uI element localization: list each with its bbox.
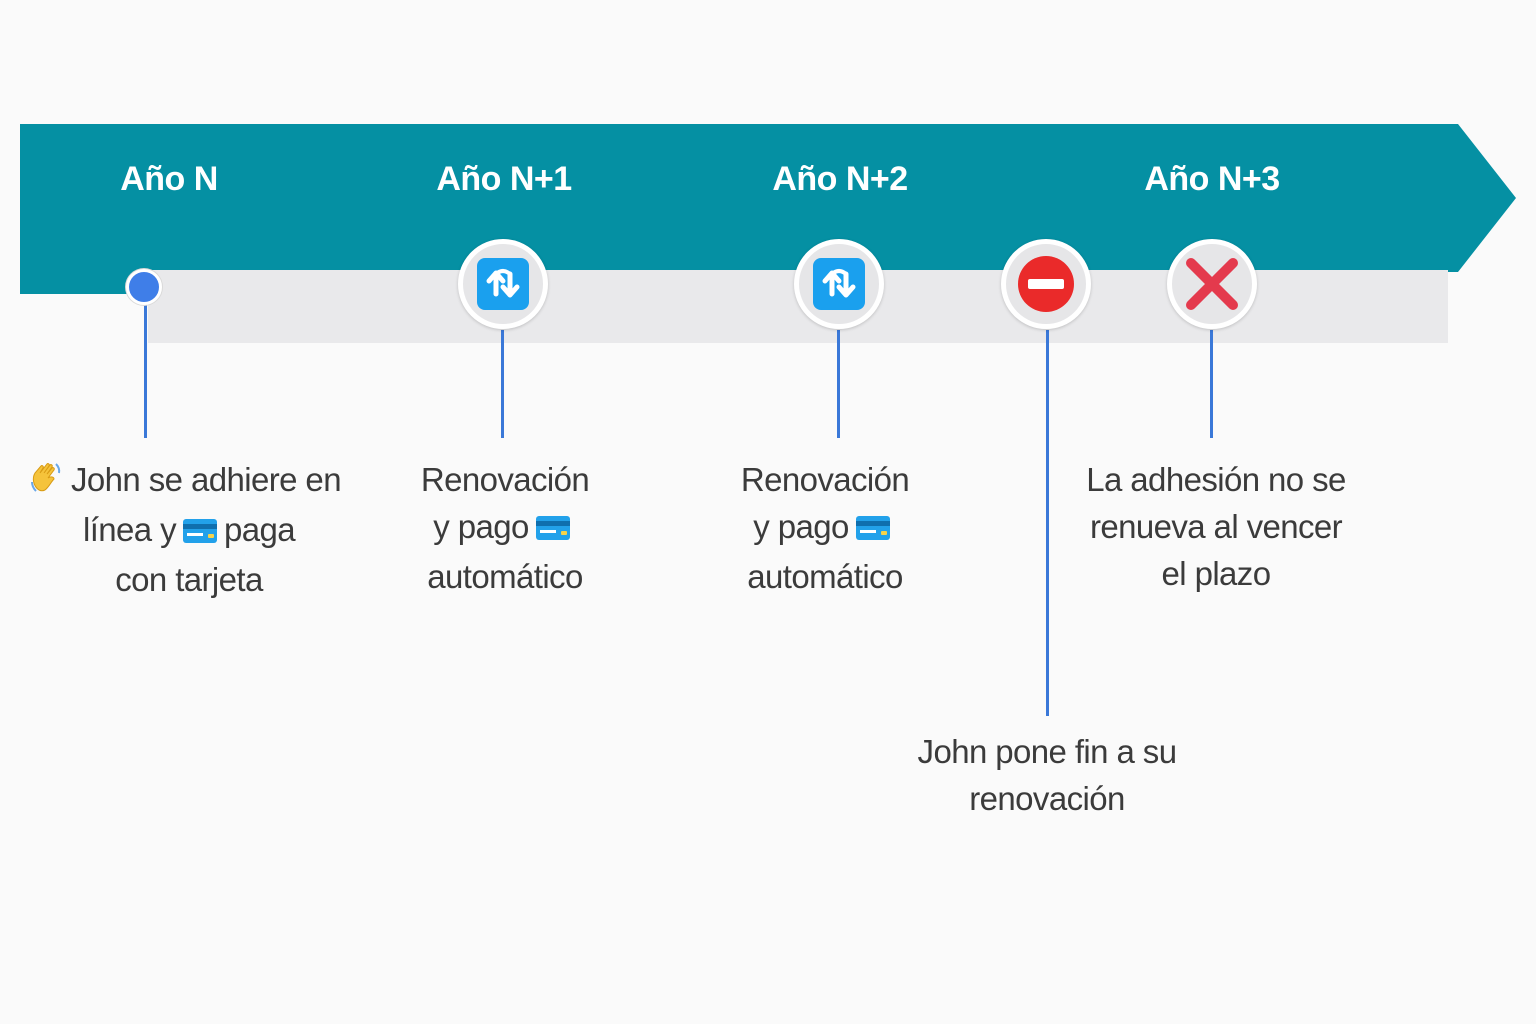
renew1-line-1: Renovación <box>420 461 590 498</box>
renew2-line-1: Renovación <box>740 461 910 498</box>
renew2-line-2: y pago <box>700 503 950 553</box>
event-label-cancel: John pone fin a su renovación <box>902 728 1192 822</box>
year-label-n-plus-2: Año N+2 <box>772 160 908 198</box>
renew1-line-3: automático <box>427 557 583 595</box>
expire-line-1: La adhesión no se <box>1086 461 1346 498</box>
renew2-line-2-text: y pago <box>753 508 849 545</box>
year-label-n-plus-3: Año N+3 <box>1144 160 1280 198</box>
cancel-line-2: renovación <box>969 780 1125 817</box>
event-label-join: John se adhiere en línea y paga con tarje… <box>20 456 350 603</box>
year-label-n-plus-1: Año N+1 <box>436 160 572 198</box>
year-label-n: Año N <box>120 160 218 198</box>
expire-line-2: renueva al vencer <box>1089 508 1343 545</box>
renew-arrows-icon <box>477 258 529 310</box>
credit-card-icon <box>855 506 891 553</box>
start-dot-icon <box>126 269 162 305</box>
cross-mark-icon <box>1186 258 1238 310</box>
expire-marker <box>1167 239 1257 329</box>
renew-marker-1 <box>458 239 548 329</box>
stem-renew-1 <box>501 330 504 438</box>
stem-cancel <box>1046 330 1049 716</box>
stem-expire <box>1210 330 1213 438</box>
join-line-1-text: John se adhiere en <box>71 461 342 498</box>
renew2-line-3: automático <box>747 557 903 595</box>
join-line-3: con tarjeta <box>115 560 263 598</box>
renew-marker-2 <box>794 239 884 329</box>
credit-card-icon <box>535 506 571 553</box>
event-label-renew-2: Renovación y pago automático <box>700 456 950 600</box>
stem-renew-2 <box>837 330 840 438</box>
event-label-expire: La adhesión no se renueva al vencer el p… <box>1076 456 1356 597</box>
join-line-2-text-a: línea y <box>82 510 177 548</box>
waving-hand-icon <box>29 459 63 506</box>
credit-card-icon <box>182 509 218 556</box>
cancel-line-1: John pone fin a su <box>917 733 1178 770</box>
expire-line-3: el plazo <box>1161 555 1272 592</box>
join-line-2-text-b: paga <box>224 510 296 548</box>
join-line-1: John se adhiere en <box>20 456 350 506</box>
renew1-line-2-text: y pago <box>433 508 529 545</box>
event-label-renew-1: Renovación y pago automático <box>380 456 630 600</box>
timeline-arrow-band <box>20 124 1516 294</box>
renew-arrows-icon <box>813 258 865 310</box>
renew1-line-2: y pago <box>380 503 630 553</box>
stem-join <box>144 300 147 438</box>
no-entry-icon <box>1018 256 1074 312</box>
cancel-marker <box>1001 239 1091 329</box>
join-line-2: línea y paga <box>20 506 350 556</box>
